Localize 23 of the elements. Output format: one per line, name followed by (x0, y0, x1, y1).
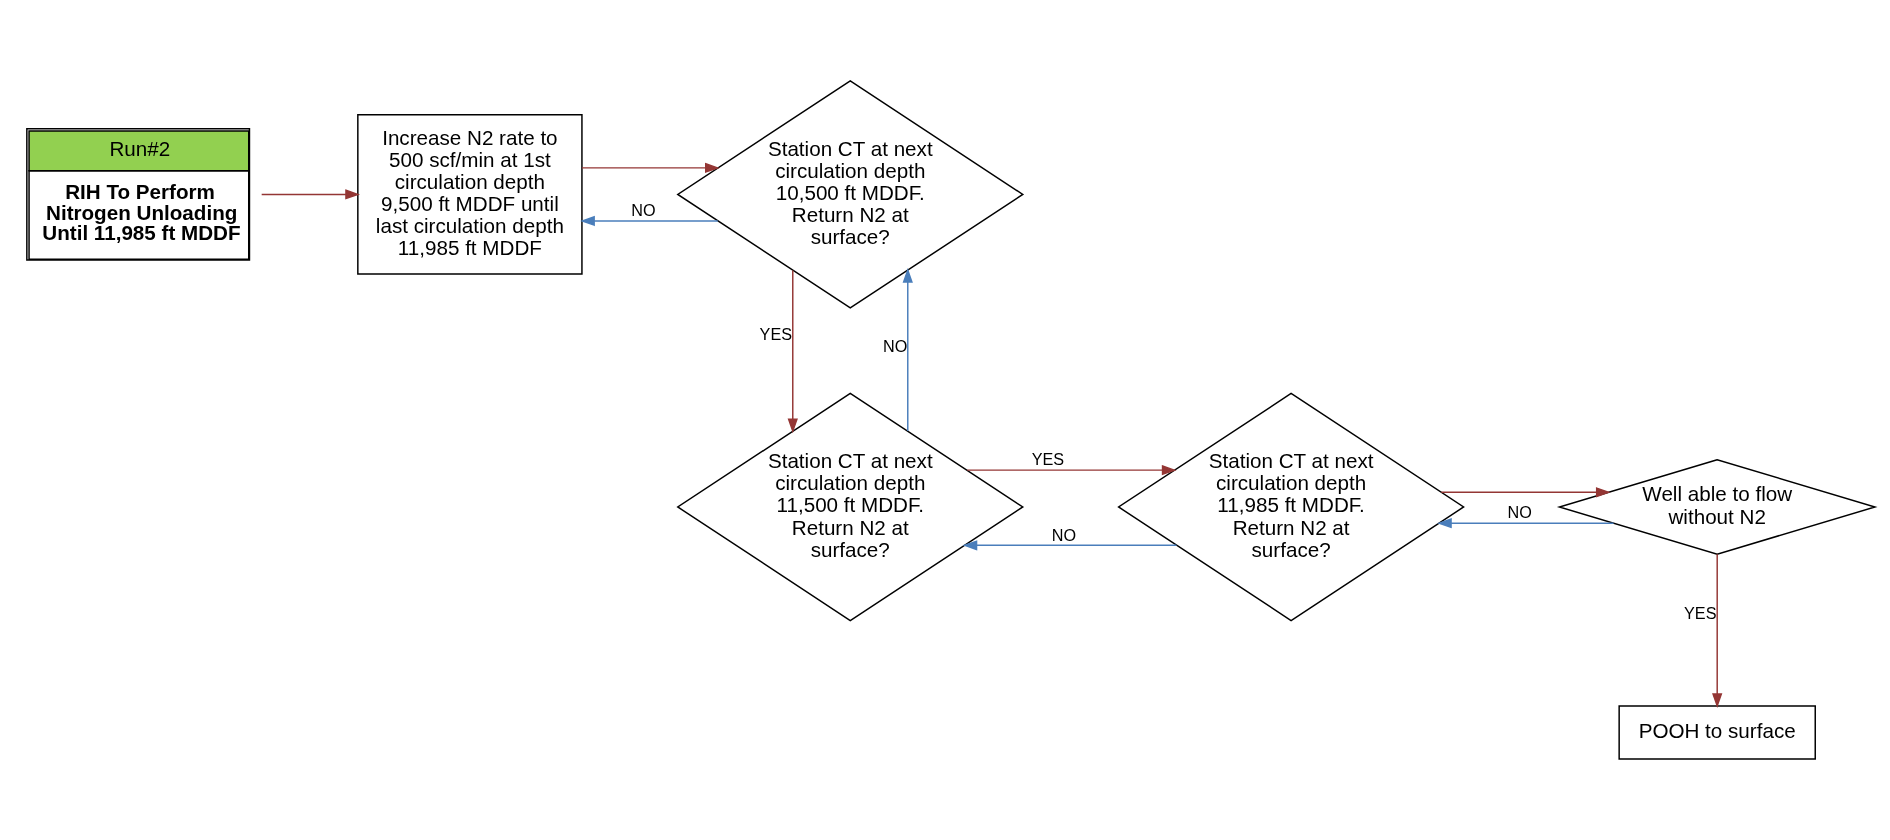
edge-label: NO (631, 201, 656, 220)
edge-label: NO (1051, 525, 1077, 544)
arrow (1437, 518, 1615, 529)
edge-label: NO (1507, 503, 1532, 522)
arrow (787, 269, 798, 434)
edge-label: YES (1031, 450, 1065, 469)
arrow (966, 464, 1177, 476)
arrow (1712, 553, 1723, 709)
arrow (962, 540, 1178, 551)
edge-label: YES (1684, 604, 1717, 623)
arrow (1440, 487, 1611, 498)
node-diamond: Station CT at next circulation depth 10,500 ft MDDF. Return N2 at surface? (676, 80, 1025, 309)
arrow (581, 162, 720, 174)
node-diamond: Station CT at next circulation depth 11,985 ft MDDF. Return N2 at surface? (1117, 392, 1465, 622)
arrow (260, 189, 360, 200)
edge-label: YES (759, 325, 793, 344)
arrow (902, 268, 913, 432)
node-diamond: Well able to flow without N2 (1556, 459, 1878, 555)
node-diamond: Station CT at next circulation depth 11,500 ft MDDF. Return N2 at surface? (676, 392, 1025, 622)
edge-label: NO (883, 336, 908, 355)
node-box: Increase N2 rate to 500 scf/min at 1st circulation depth 9,500 ft MDDF until last circulation depth 11,985 ft MDDF (357, 114, 583, 275)
node-box: POOH to surface (1618, 705, 1816, 760)
arrow (580, 215, 719, 227)
